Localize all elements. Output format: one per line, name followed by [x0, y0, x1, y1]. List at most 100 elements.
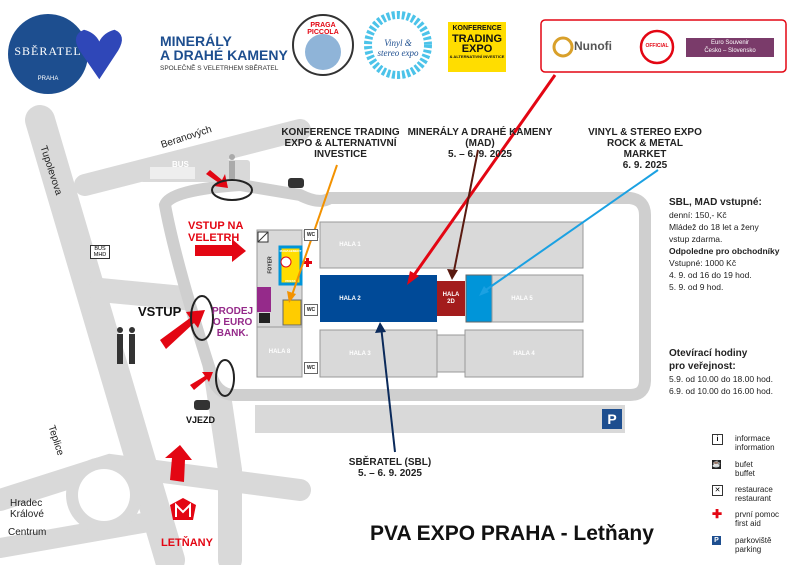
euro-souvenir-text: Euro Souvenir Česko – Slovensko	[686, 39, 774, 55]
info-icon	[280, 256, 292, 268]
entrance-veletrh-line1: VSTUP NA	[188, 220, 244, 232]
praga-piccola-text: PRAGA PICCOLA	[307, 22, 339, 36]
metro-station-label: LETŇANY	[161, 537, 213, 549]
street-hradec: Hradec Králové	[10, 498, 55, 520]
buffet-icon: ☕	[712, 460, 721, 469]
vinyl-callout-line1: VINYL & STEREO EXPO	[588, 127, 702, 138]
sponsor-box	[540, 19, 787, 73]
sberatel-logo	[8, 14, 88, 94]
hall-1[interactable]: HALA 1	[339, 242, 361, 248]
bus-mhd-line1: BUS	[94, 246, 106, 252]
legend-en: information	[735, 443, 775, 452]
car-icon	[288, 178, 304, 188]
wc-icon: WC	[304, 229, 318, 241]
press-label: PRESS	[285, 278, 296, 283]
official-stamp	[639, 29, 675, 65]
hours-line: 5.9. od 10.00 do 18.00 hod.	[669, 374, 773, 384]
prodej-line2: O EURO	[212, 317, 253, 328]
admission-line: 4. 9. od 16 do 19 hod.	[669, 270, 752, 280]
hall-5[interactable]: HALA 5	[511, 295, 533, 302]
legend-cz: informace	[735, 434, 771, 443]
mad-callout-line2: 5. – 6. 9. 2025	[448, 149, 512, 160]
mad-logo-text: MINERÁLY A DRAHÉ KAMENY SPOLEČNĚ S VELET…	[160, 34, 288, 76]
legend-en: first aid	[735, 519, 761, 528]
info-icon: i	[712, 434, 723, 445]
parking-letter: P	[607, 411, 616, 427]
parking-icon	[602, 409, 622, 429]
hours-title-1: Otevírací hodiny	[669, 348, 748, 359]
trading-logo-text: KONFERENCE TRADING EXPO & ALTERNATIVNÍ I…	[448, 24, 506, 60]
vinyl-callout-line3: 6. 9. 2025	[622, 160, 668, 171]
vinyl-callout-line2: ROCK & METAL MARKET	[607, 138, 683, 160]
restaurant-icon: ✕	[712, 485, 723, 496]
sbl-callout-line2: 5. – 6. 9. 2025	[358, 468, 422, 479]
mad-logo-line2: A DRAHÉ KAMENY	[160, 47, 288, 63]
sbl-callout-line1: SBĚRATEL (SBL)	[348, 457, 432, 468]
pointer-arrow-vinyl	[482, 169, 659, 293]
first-aid-icon: ✚	[712, 507, 723, 521]
hall-2d-line2: 2D	[447, 298, 455, 305]
people-icon	[117, 154, 235, 364]
trading-expo-logo	[448, 22, 506, 72]
hall-8[interactable]: HALA 8	[268, 349, 291, 355]
trading-callout-line1: KONFERENCE TRADING	[281, 127, 400, 138]
official-stamp-text: OFFICIAL	[645, 43, 669, 49]
bus-mhd-line2: MHD	[93, 252, 107, 258]
bus-parking-label: BUS	[172, 160, 189, 169]
vehicle-entrance-label: VJEZD	[186, 415, 216, 425]
hall-2d-line1: HALA	[442, 291, 460, 298]
sberatel-logo-name: SBĚRATEL	[14, 44, 82, 58]
euro-souvenir-line1: Euro Souvenir	[710, 40, 750, 46]
admission-title: SBL, MAD vstupné:	[669, 197, 762, 208]
vinyl-logo	[364, 11, 432, 79]
admission-line: denní: 150,- Kč	[669, 210, 727, 220]
admission-line: Vstupné: 1000 Kč	[669, 258, 737, 268]
opening-hours: Otevírací hodiny pro veřejnost: 5.9. od …	[669, 347, 773, 397]
hall-4[interactable]: HALA 4	[513, 350, 535, 357]
pointer-arrow-sponsors	[410, 74, 557, 279]
metro-icon	[170, 498, 196, 520]
hall-3[interactable]: HALA 3	[349, 350, 371, 357]
euro-souvenir-badge	[686, 38, 774, 57]
trading-callout-line2: EXPO & ALTERNATIVNÍ	[284, 138, 397, 149]
sbl-callout: SBĚRATEL (SBL)5. – 6. 9. 2025	[340, 457, 440, 479]
euro-souvenir-line2: Česko – Slovensko	[704, 48, 756, 54]
admission-line: vstup zdarma.	[669, 234, 723, 244]
wc-icon: WC	[304, 362, 318, 374]
legend-cz: první pomoc	[735, 510, 780, 519]
road-beranovych	[74, 119, 311, 196]
street-hradec-text: Hradec Králové	[10, 498, 44, 520]
trading-logo-line3: EXPO	[461, 43, 493, 55]
hours-title-2: pro veřejnost:	[669, 361, 736, 372]
legend-en: restaurant	[735, 494, 772, 503]
mad-logo-line1: MINERÁLY	[160, 33, 232, 49]
prodej-line3: BANK.	[216, 328, 249, 339]
pointer-arrow-mad	[452, 149, 479, 277]
hall-2[interactable]: HALA 2	[339, 295, 361, 302]
buffet-icon	[259, 313, 270, 323]
legend-cz: bufet	[735, 460, 753, 469]
sberatel-logo-city: PRAHA	[37, 76, 59, 82]
entrance-veletrh-line2: VELETRH	[188, 232, 240, 244]
car-icon-vjezd	[194, 400, 210, 410]
legend-cz: parkoviště	[735, 536, 772, 545]
mad-callout-line1: MINERÁLY A DRAHÉ KAMENY (MAD)	[407, 127, 553, 149]
traders-title: Odpoledne pro obchodníky	[669, 246, 780, 256]
entrance-label: VSTUP	[138, 304, 182, 319]
admission-info: SBL, MAD vstupné: denní: 150,- Kč Mládež…	[669, 196, 780, 293]
trading-callout-line3: INVESTICE	[314, 149, 367, 160]
mad-callout: MINERÁLY A DRAHÉ KAMENY (MAD)5. – 6. 9. …	[405, 127, 555, 160]
management-label: MANAGEMENT	[279, 248, 302, 253]
